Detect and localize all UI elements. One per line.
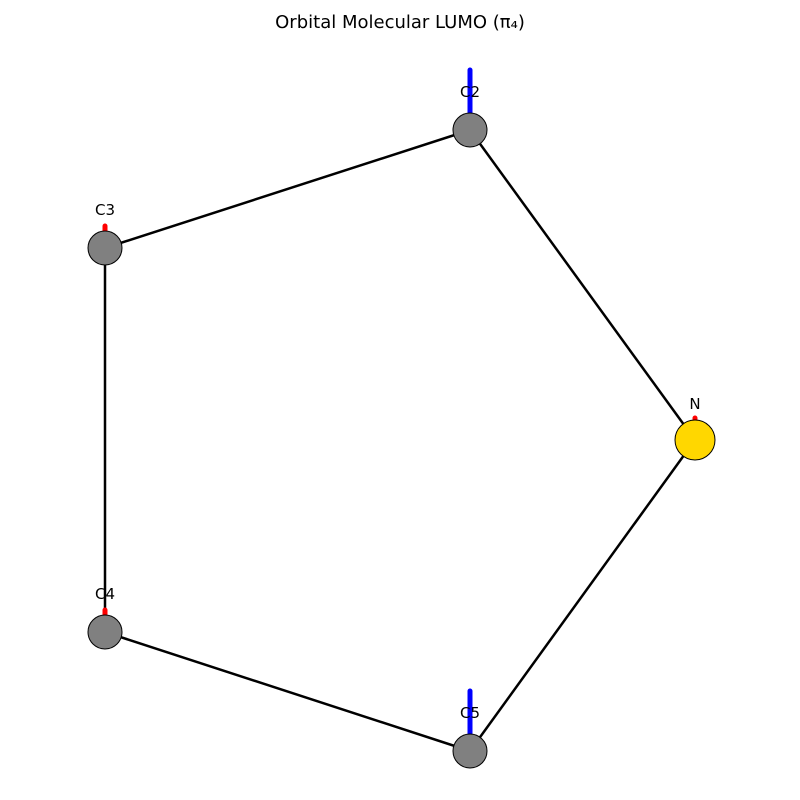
atom-label-c2: C2: [460, 83, 480, 101]
atom-label-c3: C3: [95, 201, 115, 219]
bond-c5-n: [468, 439, 697, 752]
atom-c5: [452, 733, 488, 769]
bond-n-c2: [468, 129, 697, 441]
bond-c4-c5: [104, 630, 471, 753]
atom-label-c4: C4: [95, 585, 115, 603]
atom-n: [674, 419, 716, 461]
bonds-layer: [103, 128, 697, 753]
diagram-title: Orbital Molecular LUMO (π₄): [275, 12, 525, 33]
atom-label-n: N: [689, 395, 700, 413]
atom-c3: [87, 230, 123, 266]
bond-c2-c3: [104, 128, 471, 250]
atom-label-c5: C5: [460, 704, 480, 722]
atoms-layer: [87, 112, 716, 769]
orbital-lobes-layer: [102, 67, 698, 754]
atom-c4: [87, 614, 123, 650]
atom-c2: [452, 112, 488, 148]
